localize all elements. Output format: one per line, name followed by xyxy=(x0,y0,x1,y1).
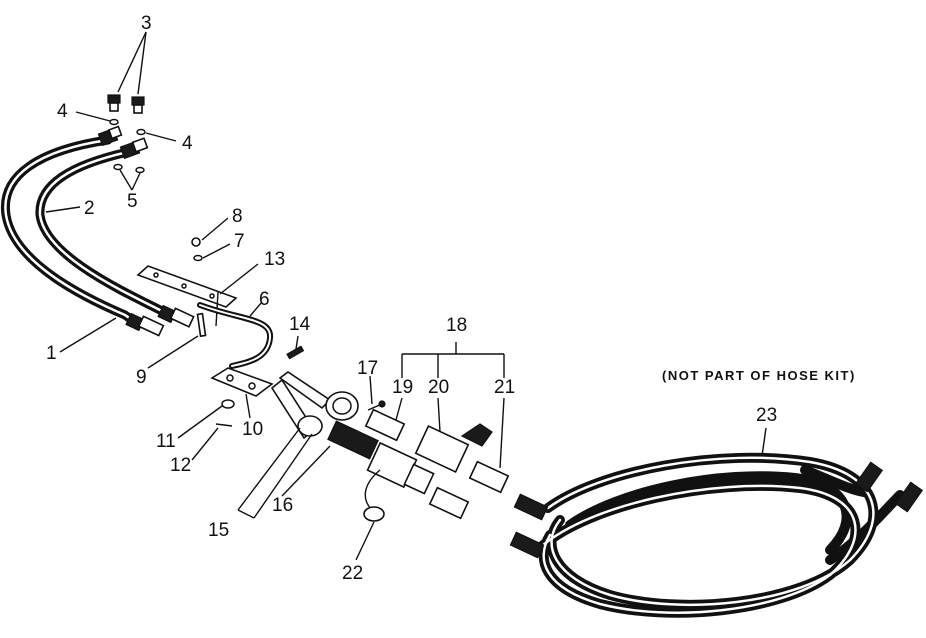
callout-16: 16 xyxy=(272,495,294,516)
lower-hose-fittings xyxy=(125,304,195,337)
callout-1: 1 xyxy=(46,343,57,364)
callout-4b: 4 xyxy=(182,133,193,154)
callout-17: 17 xyxy=(357,358,379,379)
callout-7: 7 xyxy=(234,231,245,252)
callout-3: 3 xyxy=(141,13,152,34)
callout-21: 21 xyxy=(494,377,516,398)
callout-20: 20 xyxy=(428,377,450,398)
callout-11: 11 xyxy=(156,431,176,452)
callout-6: 6 xyxy=(259,289,270,310)
bracket-15 xyxy=(270,371,359,440)
hose-2 xyxy=(35,147,173,320)
callout-4a: 4 xyxy=(57,101,68,122)
coupler-19 xyxy=(364,408,406,442)
o-rings-4 xyxy=(109,118,146,136)
callout-13: 13 xyxy=(264,249,286,270)
adapter xyxy=(428,486,470,520)
callout-8: 8 xyxy=(232,206,243,227)
callout-14: 14 xyxy=(289,314,311,335)
callout-22: 22 xyxy=(342,563,364,584)
coupler-20 xyxy=(414,423,493,473)
bolt-8-washer-7 xyxy=(191,237,203,262)
dust-cap-22 xyxy=(363,469,385,522)
pin-14 xyxy=(286,345,305,360)
callout-19: 19 xyxy=(392,377,414,398)
leader-lines xyxy=(45,31,767,561)
callout-18: 18 xyxy=(446,315,468,336)
plugs-3 xyxy=(107,94,145,114)
pin-9 xyxy=(196,312,207,338)
callout-9: 9 xyxy=(136,367,147,388)
plate-10 xyxy=(210,367,274,397)
tube-6 xyxy=(197,302,273,369)
callout-15: 15 xyxy=(208,520,230,541)
callout-10: 10 xyxy=(242,419,264,440)
washer-11-pin-12 xyxy=(215,399,235,427)
coiled-hose-23 xyxy=(509,452,924,618)
o-rings-5 xyxy=(113,163,145,174)
not-part-of-kit-note: (NOT PART OF HOSE KIT) xyxy=(662,368,856,383)
callout-12: 12 xyxy=(170,455,192,476)
screw-17 xyxy=(367,400,386,411)
upper-elbow-fittings xyxy=(97,125,149,160)
hose-1 xyxy=(0,135,140,327)
coupler-16 xyxy=(327,420,435,495)
callout-5: 5 xyxy=(127,191,138,212)
callout-2: 2 xyxy=(84,198,95,219)
callout-23: 23 xyxy=(756,405,778,426)
coupler-21 xyxy=(468,460,510,494)
